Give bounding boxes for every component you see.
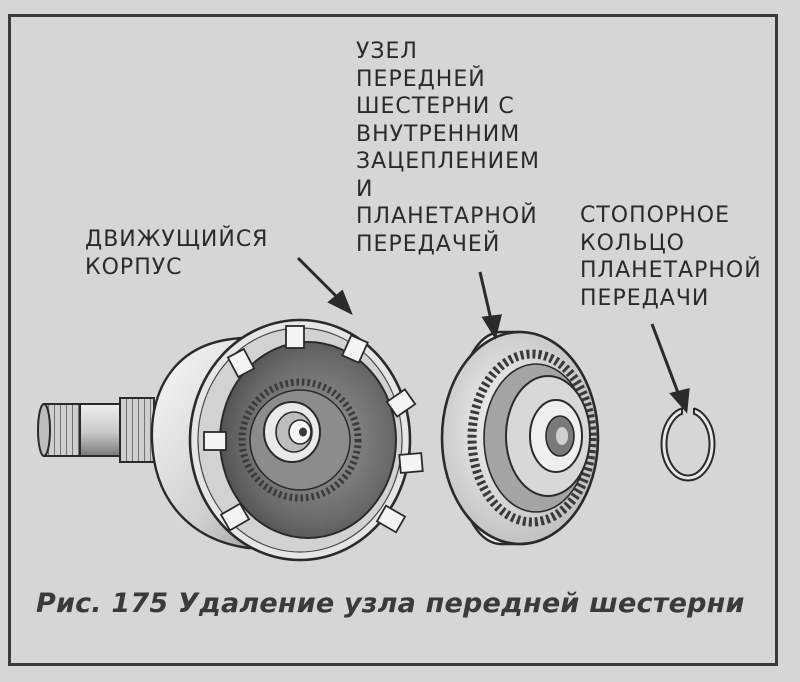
sliding-housing bbox=[150, 318, 424, 562]
leader-arrows bbox=[296, 256, 690, 414]
front-gear-assembly bbox=[440, 330, 600, 546]
figure-frame bbox=[8, 14, 778, 666]
label-front-gear-assembly: УЗЕЛ ПЕРЕДНЕЙ ШЕСТЕРНИ С ВНУТРЕННИМ ЗАЦЕ… bbox=[356, 39, 541, 257]
figure-caption: Рис. 175 Удаление узла передней шестерни bbox=[36, 588, 745, 619]
arrow-head-snap-ring bbox=[669, 388, 690, 414]
arrow-head-gear-assembly bbox=[481, 314, 502, 340]
label-sliding-housing: ДВИЖУЩИЙСЯ КОРПУС bbox=[85, 227, 269, 280]
label-snap-ring: СТОПОРНОЕ КОЛЬЦО ПЛАНЕТАРНОЙ ПЕРЕДАЧИ bbox=[580, 203, 762, 311]
snap-ring bbox=[660, 406, 716, 482]
output-shaft bbox=[37, 397, 159, 463]
arrow-head-housing bbox=[327, 289, 353, 316]
